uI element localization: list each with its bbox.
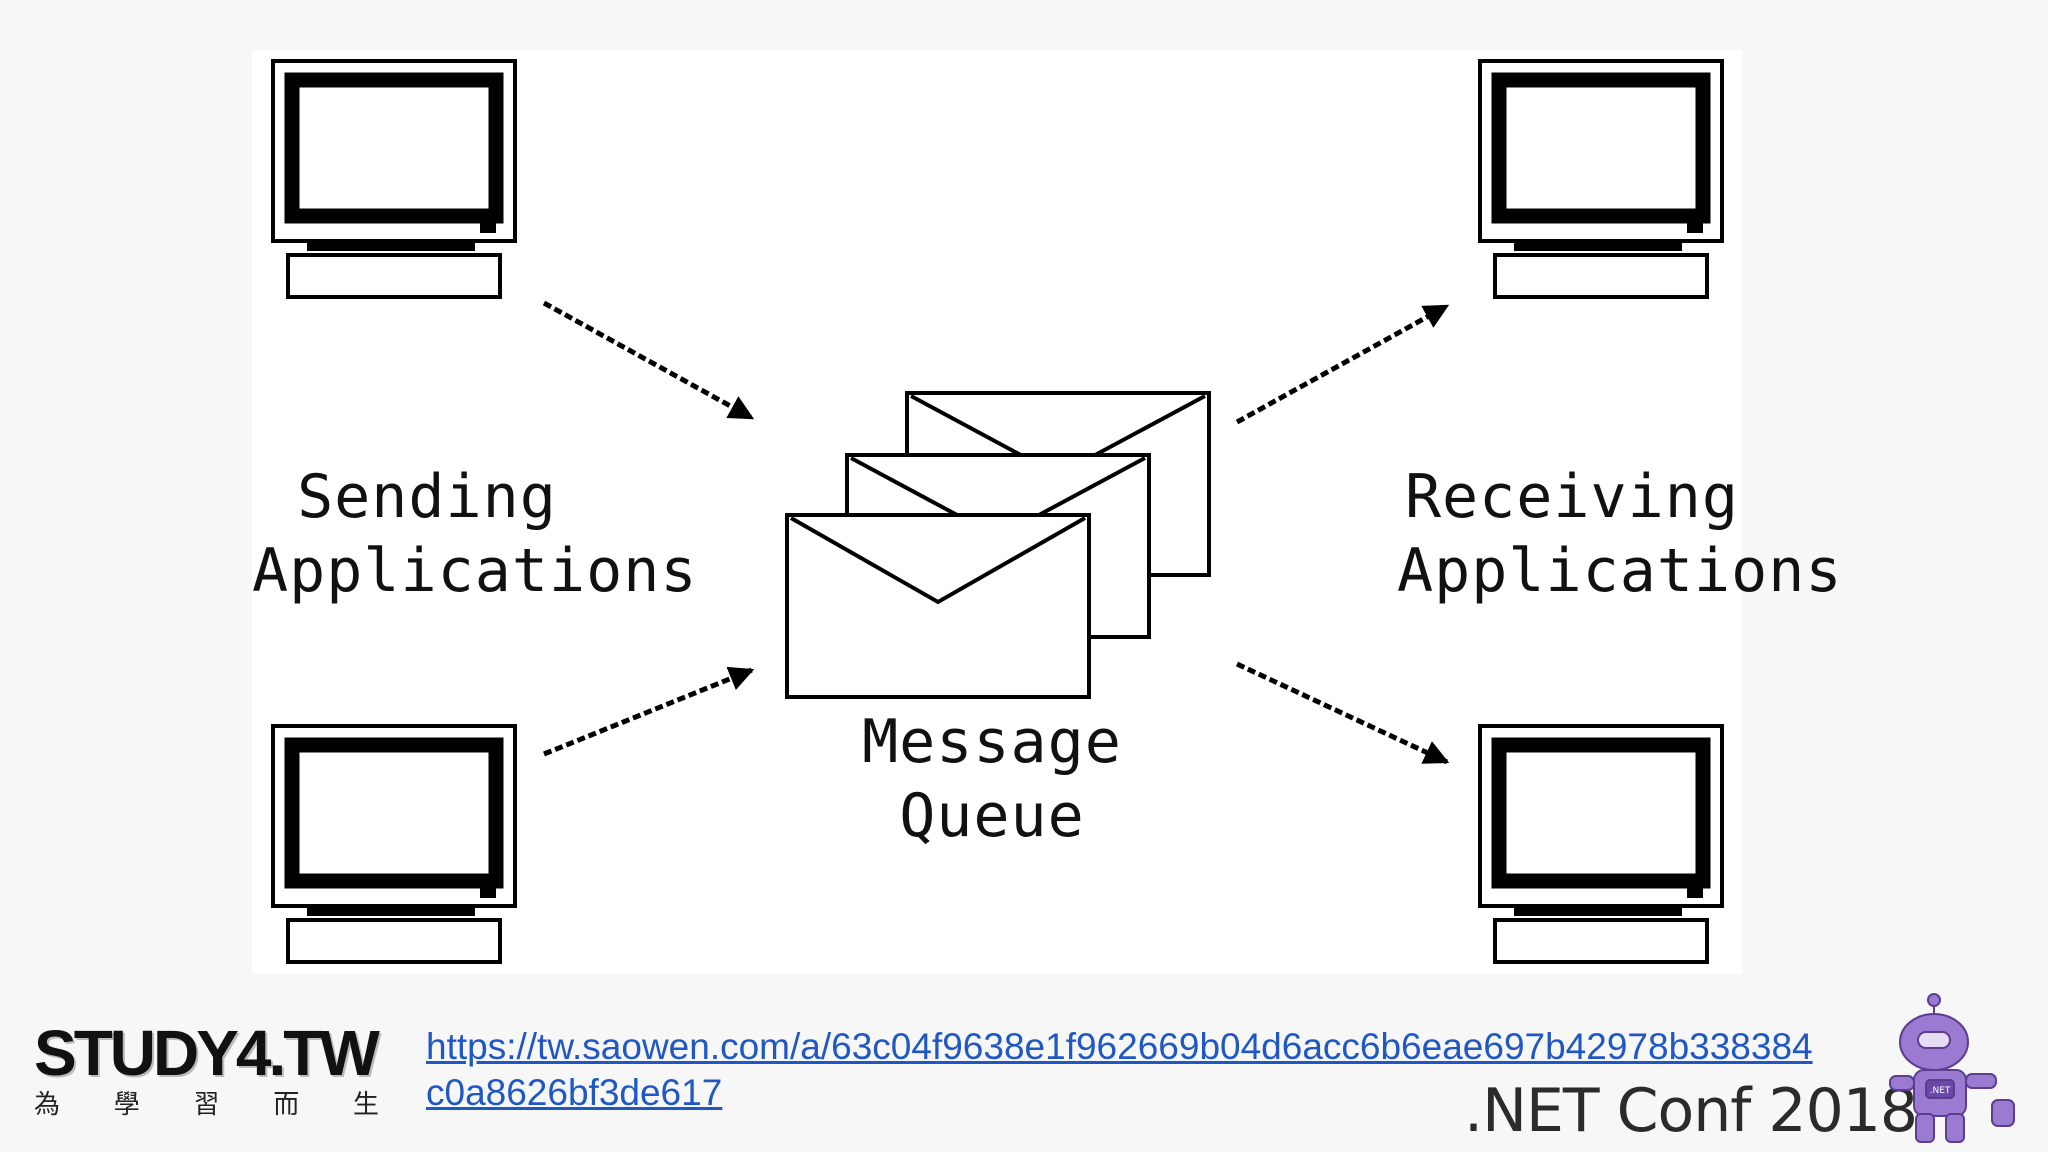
arrow-queue-to-receiver-bottom [1235, 661, 1450, 765]
message-queue-diagram: Sending Applications Receiving Applicati… [252, 50, 1841, 974]
envelope-stack-icon [785, 391, 1211, 699]
arrow-sender-bottom-to-queue [543, 666, 755, 757]
conf-title: .NET Conf 2018 [1464, 1076, 1918, 1146]
dotnet-bot-mascot-icon: .NET [1889, 993, 2015, 1143]
arrow-queue-to-receiver-top [1235, 303, 1450, 425]
mascot-badge: .NET [1930, 1086, 1951, 1096]
study4-logo: STUDY4.TW 為 學 習 而 生 [34, 1020, 384, 1120]
logo-subtitle: 為 學 習 而 生 [34, 1090, 379, 1120]
sending-applications-label: Sending Applications [252, 462, 698, 606]
message-queue-label: Message Queue [862, 707, 1122, 851]
sender-computer-icon-top [273, 61, 515, 297]
logo-text: STUDY4.TW [34, 1017, 380, 1089]
receiver-computer-icon-bottom [1480, 726, 1722, 962]
receiver-computer-icon-top [1480, 61, 1722, 297]
reference-link-block: https://tw.saowen.com/a/63c04f9638e1f962… [426, 1024, 1866, 1116]
sender-computer-icon-bottom [273, 726, 515, 962]
reference-link[interactable]: https://tw.saowen.com/a/63c04f9638e1f962… [426, 1026, 1813, 1113]
receiving-applications-label: Receiving Applications [1397, 462, 1843, 606]
arrow-sender-top-to-queue [542, 300, 755, 421]
